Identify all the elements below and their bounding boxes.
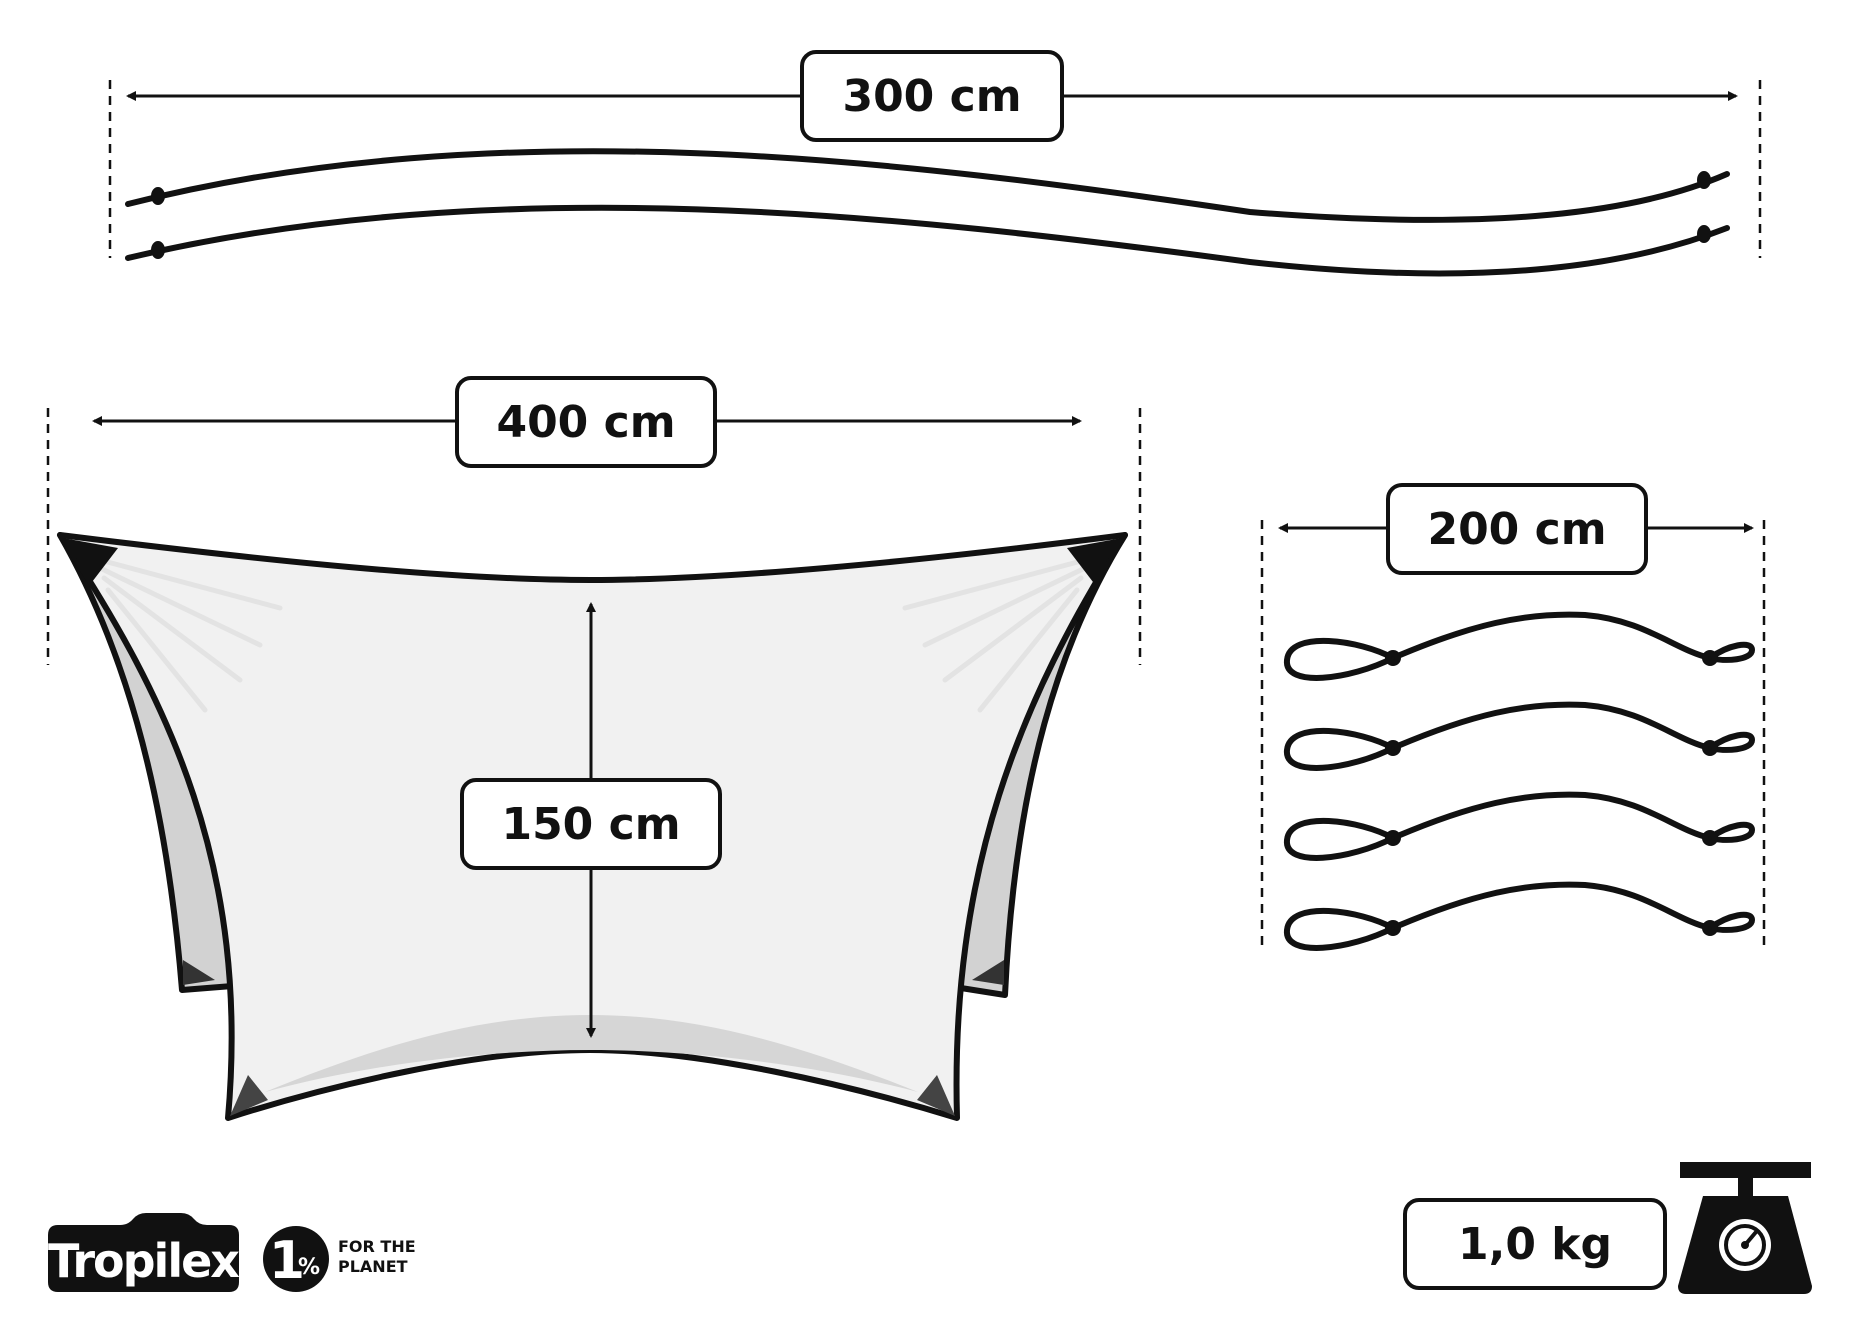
tropilex-logo: Tropilex [48, 1213, 241, 1292]
one-percent-sign: % [298, 1255, 320, 1280]
guyline-icon [1284, 611, 1755, 951]
rope-length-label: 300 cm [842, 71, 1021, 122]
weight-section: 1,0 kg [1403, 1162, 1812, 1294]
guyline-1 [1284, 611, 1755, 681]
one-percent-line1: FOR THE [338, 1237, 416, 1256]
guyline-3 [1284, 791, 1755, 861]
one-percent-line2: PLANET [338, 1257, 408, 1276]
guyline-2 [1284, 701, 1755, 771]
rope-section: 300 cm [108, 50, 1762, 277]
guyline-length-badge: 200 cm [1386, 483, 1648, 575]
rope-icon [125, 148, 1730, 277]
tarp-width-badge: 400 cm [455, 376, 717, 468]
tarp-depth-badge: 150 cm [460, 778, 722, 870]
scale-icon [1678, 1162, 1812, 1294]
rope-length-badge: 300 cm [800, 50, 1064, 142]
weight-label: 1,0 kg [1458, 1219, 1612, 1270]
tarp-depth-label: 150 cm [501, 799, 680, 850]
tropilex-wordmark: Tropilex [48, 1234, 239, 1288]
one-percent-logo: 1 % FOR THE PLANET [263, 1226, 416, 1292]
tarp-section: 400 cm [46, 376, 1142, 1121]
guyline-section: 200 cm [1260, 483, 1766, 951]
one-percent-number: 1 [269, 1231, 305, 1291]
weight-badge: 1,0 kg [1403, 1198, 1667, 1290]
guyline-length-label: 200 cm [1427, 504, 1606, 555]
guyline-4 [1284, 881, 1755, 951]
tarp-width-label: 400 cm [496, 397, 675, 448]
